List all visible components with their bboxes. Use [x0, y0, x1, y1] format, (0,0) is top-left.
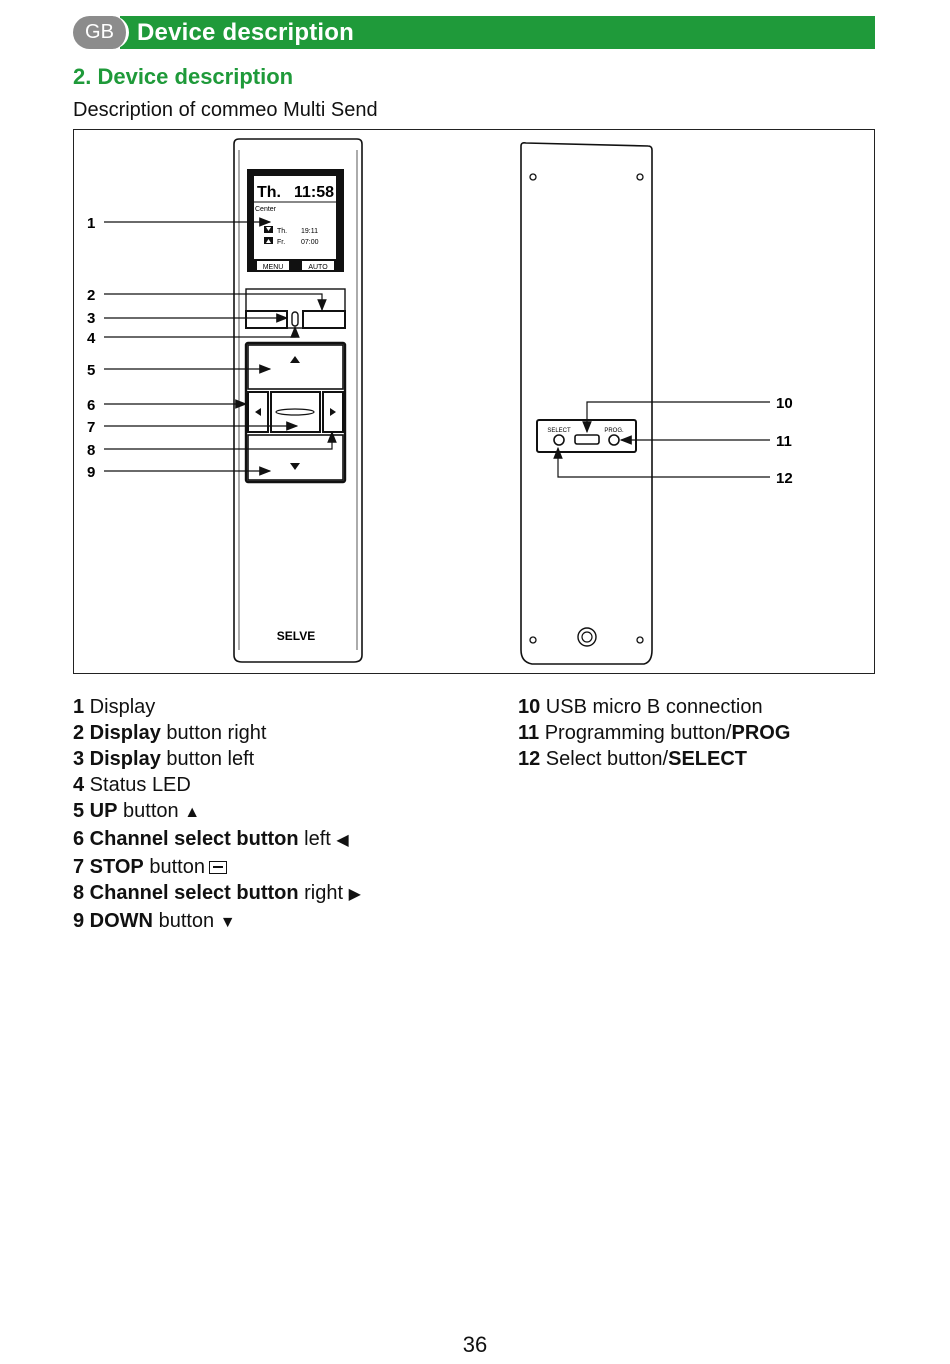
legend-item: 6 Channel select button left ◀ [73, 826, 361, 854]
display-button-right [302, 310, 346, 329]
left-triangle-icon: ◀ [336, 832, 349, 849]
screen-row1-day: Th. [277, 228, 287, 235]
legend-left: 1 Display 2 Display button right 3 Displ… [73, 694, 361, 936]
screw-icon [529, 636, 537, 644]
legend-item: 3 Display button left [73, 748, 255, 770]
usb-port [574, 434, 600, 445]
down-triangle-icon: ▼ [219, 914, 236, 931]
header-bar [120, 16, 875, 49]
right-triangle-icon: ▶ [348, 886, 361, 903]
callout-3: 3 [87, 310, 95, 327]
callout-5: 5 [87, 362, 95, 379]
callouts-left: 1 2 3 4 5 6 7 8 9 [87, 215, 337, 481]
screen-day: Th. [257, 184, 281, 201]
callout-9: 9 [87, 464, 95, 481]
status-led [291, 311, 299, 327]
callout-8: 8 [87, 442, 95, 459]
brand-logo: SELVE [277, 629, 315, 643]
screen-label: Center [255, 206, 277, 213]
up-button [247, 344, 344, 390]
left-arrow-icon [255, 408, 261, 416]
legend-item: 1 Display [73, 696, 156, 718]
down-button [247, 434, 344, 481]
page-number: 36 [462, 1332, 488, 1357]
callout-4: 4 [87, 330, 96, 347]
legend-item: 2 Display button right [73, 722, 267, 744]
legend-item: 12 Select button/SELECT [518, 748, 748, 770]
stop-icon [275, 408, 315, 416]
prog-button [608, 434, 620, 446]
stop-button-icon [208, 861, 227, 874]
legend-item: 5 UP button ▲ [73, 798, 361, 826]
screw-icon [636, 173, 644, 181]
back-prog-label: PROG. [604, 428, 624, 434]
screw-icon [636, 636, 644, 644]
callout-2: 2 [87, 287, 95, 304]
screen-row2-day: Fr. [277, 239, 285, 246]
remote-front: Th. 11:58 Center Th. 19:11 Fr. 07:00 MEN… [233, 138, 363, 663]
legend-item: 11 Programming button/PROG [518, 722, 791, 744]
callout-6: 6 [87, 397, 95, 414]
legend-item: 8 Channel select button right ▶ [73, 880, 361, 908]
header-title: Device description [137, 19, 355, 46]
callout-11: 11 [776, 433, 792, 450]
down-arrow-icon [290, 463, 300, 470]
legend-item: 9 DOWN button ▼ [73, 908, 361, 936]
callout-12: 12 [776, 470, 793, 487]
section-title: 2. Device description [73, 64, 294, 89]
callout-10: 10 [776, 395, 793, 412]
screen-auto-label: AUTO [308, 264, 328, 271]
display-button-left [245, 310, 288, 329]
legend-item: 7 STOP button [73, 854, 361, 880]
callout-7: 7 [87, 419, 95, 436]
select-button [553, 434, 565, 446]
up-triangle-icon: ▲ [184, 804, 201, 821]
screen-menu-label: MENU [263, 264, 284, 271]
screen-row1-time: 19:11 [301, 228, 318, 235]
legend-item: 4 Status LED [73, 774, 191, 796]
back-select-label: SELECT [547, 428, 571, 434]
up-arrow-icon [290, 356, 300, 363]
callout-1: 1 [87, 215, 95, 232]
screen-time: 11:58 [294, 184, 334, 201]
display-screen: Th. 11:58 Center Th. 19:11 Fr. 07:00 MEN… [247, 169, 344, 272]
device-figure: Th. 11:58 Center Th. 19:11 Fr. 07:00 MEN… [73, 129, 875, 674]
right-arrow-icon [330, 408, 336, 416]
legend-item: 10 USB micro B connection [518, 696, 763, 718]
language-badge: GB [73, 16, 129, 49]
callouts-right: 10 11 12 [553, 395, 793, 487]
figure-caption: Description of commeo Multi Send [73, 99, 378, 121]
screw-icon [529, 173, 537, 181]
legend-right: 10 USB micro B connection 11 Programming… [518, 694, 790, 772]
screen-row2-time: 07:00 [301, 239, 319, 246]
